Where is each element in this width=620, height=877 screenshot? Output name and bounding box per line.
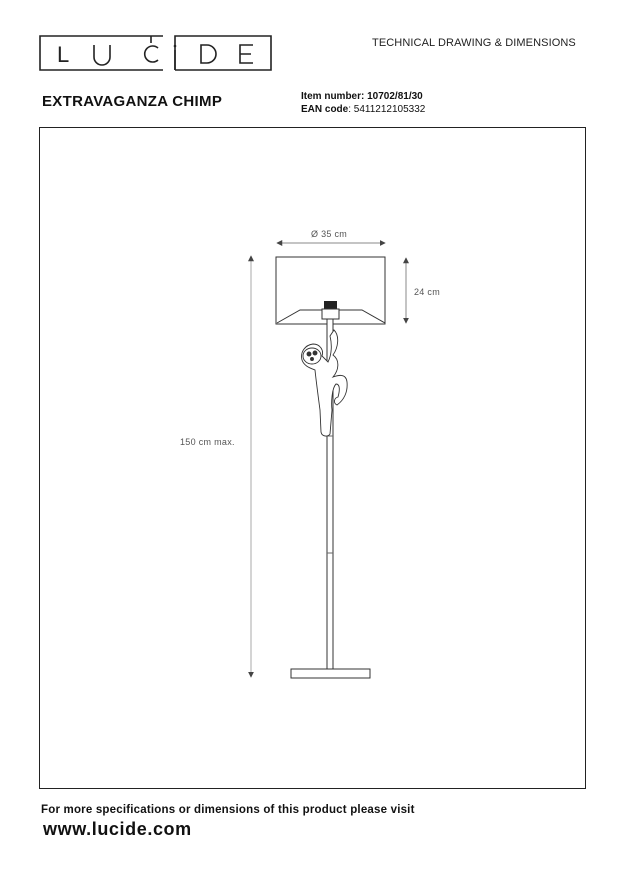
ean-label: EAN code (301, 104, 349, 115)
item-number-label: Item number: (301, 91, 365, 102)
logo-letter-l: L (57, 42, 69, 67)
product-name: EXTRAVAGANZA CHIMP (42, 93, 223, 110)
ean-row: EAN code: 5411212105332 (301, 103, 425, 116)
drawing-frame (39, 127, 586, 789)
total-height-label: 150 cm max. (180, 437, 235, 447)
item-number-value: 10702/81/30 (367, 91, 423, 102)
shade-diameter-label: Ø 35 cm (311, 229, 348, 239)
footer-info-text: For more specifications or dimensions of… (41, 804, 415, 816)
shade-height-label: 24 cm (414, 287, 441, 297)
lucide-logo: L (39, 35, 272, 71)
ean-value: : 5411212105332 (348, 104, 426, 115)
item-number-row: Item number: 10702/81/30 (301, 90, 425, 103)
document-type-label: TECHNICAL DRAWING & DIMENSIONS (372, 37, 576, 49)
monkey-figure-icon (301, 329, 348, 437)
product-meta: Item number: 10702/81/30 EAN code: 54112… (301, 90, 425, 116)
website-link[interactable]: www.lucide.com (43, 819, 192, 839)
